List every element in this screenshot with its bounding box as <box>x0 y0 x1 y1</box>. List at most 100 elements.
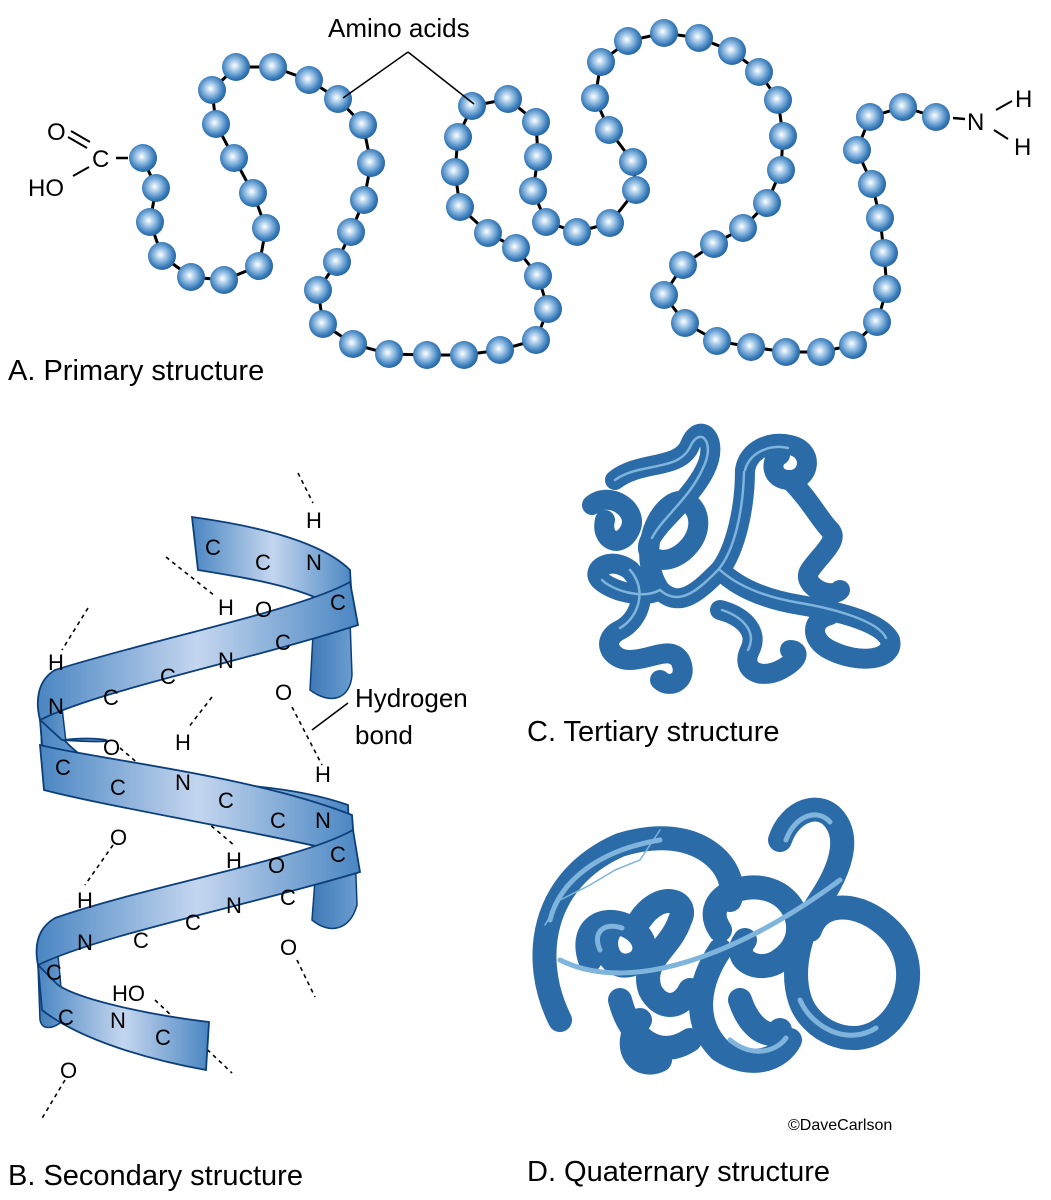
amino-acid-bead <box>745 58 773 86</box>
amino-acid-bead <box>522 326 550 354</box>
caption-secondary: B. Secondary structure <box>8 1160 303 1192</box>
amino-acid-bead <box>858 170 886 198</box>
amino-acid-bead <box>873 275 901 303</box>
carboxyl-ho: HO <box>28 175 64 202</box>
carboxyl-o: O <box>47 119 66 146</box>
atom-n: N <box>110 1008 126 1033</box>
atom-c: C <box>275 630 291 655</box>
amino-acid-bead <box>304 276 332 304</box>
amino-acid-bead <box>843 136 871 164</box>
amino-acid-bead <box>595 116 623 144</box>
caption-quaternary: D. Quaternary structure <box>527 1156 830 1188</box>
atom-h: H <box>226 848 242 873</box>
atom-c: C <box>55 755 71 780</box>
amino-acid-bead <box>650 19 678 47</box>
amino-acid-bead <box>375 340 403 368</box>
callout-line-left <box>342 51 409 99</box>
atom-c: C <box>330 590 346 615</box>
amino-acid-bead <box>220 144 248 172</box>
amino-acid-bead <box>769 122 797 150</box>
atom-o: O <box>280 935 297 960</box>
amino-acid-bead <box>339 330 367 358</box>
amino-acid-bead <box>889 93 917 121</box>
amino-acid-bead <box>324 85 352 113</box>
amino-acid-bead <box>596 209 624 237</box>
amino-acid-bead <box>700 230 728 258</box>
panel-quaternary-structure: ©DaveCarlson D. Quaternary structure <box>527 797 921 1188</box>
atom-h: H <box>306 508 322 533</box>
hydrogen-bond-callout-line <box>311 702 349 731</box>
amino-acid-bead <box>259 53 287 81</box>
carboxyl-c: C <box>92 146 109 173</box>
amino-acid-bead <box>669 251 697 279</box>
atom-c: C <box>58 1005 74 1030</box>
amino-acid-bead <box>522 108 550 136</box>
atom-h: H <box>315 762 331 787</box>
callout-line-right <box>407 51 475 105</box>
amino-acid-bead <box>245 252 273 280</box>
tertiary-tangle <box>582 423 901 694</box>
amino-acid-bead <box>685 24 713 52</box>
amino-acid-bead <box>622 176 650 204</box>
helix-strip-3b <box>38 743 356 857</box>
amine-h-top: H <box>1015 86 1032 113</box>
atom-n: N <box>218 648 234 673</box>
amino-acid-bead <box>323 248 351 276</box>
atom-o: O <box>275 680 292 705</box>
amino-acid-bead <box>807 338 835 366</box>
amino-acid-bead <box>142 174 170 202</box>
amino-acid-bead <box>563 218 591 246</box>
amino-acid-bead <box>532 208 560 236</box>
helix-strip-2 <box>36 580 360 722</box>
helix-strip-5 <box>36 962 210 1072</box>
quaternary-tangle <box>532 797 921 1075</box>
amino-acid-bead <box>764 86 792 114</box>
amino-acid-bead <box>198 76 226 104</box>
atom-c: C <box>110 775 126 800</box>
amino-acid-bead <box>614 27 642 55</box>
helix-strip-4 <box>35 828 362 967</box>
atom-c: C <box>133 928 149 953</box>
amino-acid-bead <box>357 149 385 177</box>
amino-acid-bead <box>458 92 486 120</box>
atom-o: O <box>60 1058 77 1083</box>
amino-acid-bead <box>922 103 950 131</box>
amine-n: N <box>967 109 984 136</box>
amino-acid-bead <box>729 214 757 242</box>
caption-primary: A. Primary structure <box>8 355 264 387</box>
amino-acid-bead <box>148 242 176 270</box>
hydrogen-bond-label-1: Hydrogen <box>355 683 468 713</box>
amino-acid-bead <box>136 208 164 236</box>
amino-acid-bead <box>413 341 441 369</box>
amino-acid-bead <box>703 327 731 355</box>
atom-h: H <box>175 730 191 755</box>
amino-acid-bead <box>534 295 562 323</box>
atom-c: C <box>255 550 271 575</box>
atom-c: C <box>185 910 201 935</box>
atom-n: N <box>77 930 93 955</box>
carboxyl-group: O C HO <box>28 119 128 202</box>
amino-acid-bead <box>753 189 781 217</box>
amino-acid-bead <box>177 263 205 291</box>
atom-c: C <box>205 535 221 560</box>
atom-n: N <box>175 770 191 795</box>
atom-c: C <box>160 664 176 689</box>
amino-acid-bead <box>619 148 647 176</box>
atom-h: H <box>48 650 64 675</box>
atom-o: O <box>268 853 285 878</box>
amino-acid-bead <box>650 281 678 309</box>
panel-tertiary-structure: C. Tertiary structure <box>527 423 901 748</box>
amino-acid-bead <box>450 341 478 369</box>
atom-c: C <box>280 885 296 910</box>
amino-acid-bead <box>870 239 898 267</box>
amino-acids-label: Amino acids <box>328 13 470 43</box>
hydrogen-bond-label-2: bond <box>355 720 413 750</box>
atom-n: N <box>306 550 322 575</box>
amino-acid-bead <box>524 262 552 290</box>
amino-acid-beads <box>129 19 950 369</box>
amino-acid-bead <box>350 186 378 214</box>
amino-acid-bead <box>524 143 552 171</box>
amino-acid-bead <box>309 310 337 338</box>
